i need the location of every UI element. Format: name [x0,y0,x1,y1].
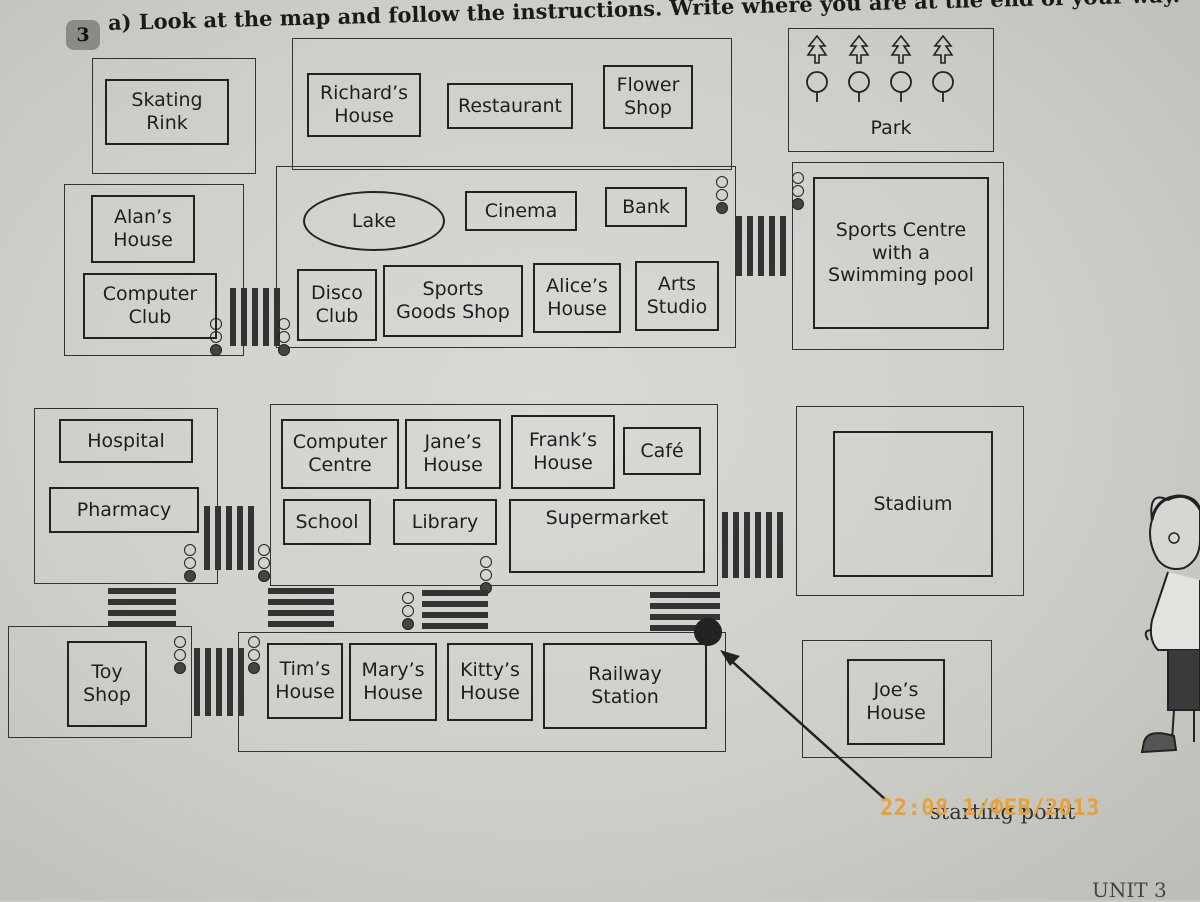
tims-house[interactable]: Tim’s House [267,643,343,719]
pharmacy[interactable]: Pharmacy [49,487,199,533]
tree [847,35,871,103]
richards-house[interactable]: Richard’s House [307,73,421,137]
lake[interactable]: Lake [303,191,445,251]
zebra-crossing-icon [230,288,280,346]
pine-tree-icon [848,35,870,64]
starting-point-label: starting point [930,800,1076,824]
traffic-light-icon [278,318,291,356]
traffic-light-icon [258,544,271,582]
toy-shop[interactable]: Toy Shop [67,641,147,727]
boy-illustration [1140,494,1200,754]
round-tree-icon [890,71,912,102]
park-trees [805,35,955,103]
computer-club[interactable]: Computer Club [83,273,217,339]
block-skating-rink: Skating Rink [92,58,256,174]
exercise-instruction: a) Look at the map and follow the instru… [107,0,1181,35]
alices-house[interactable]: Alice’s House [533,263,621,333]
zebra-crossing-icon [268,588,334,628]
school[interactable]: School [283,499,371,545]
zebra-crossing-icon [722,512,798,578]
skating-rink[interactable]: Skating Rink [105,79,229,145]
block-lake-cinema-bank: Lake Cinema Bank Disco Club Sports Goods… [276,166,736,348]
block-alan-computer-club: Alan’s House Computer Club [64,184,244,356]
traffic-light-icon [210,318,223,356]
zebra-crossing-icon [204,506,258,570]
start-dot-icon[interactable] [694,618,722,646]
pine-tree-icon [932,35,954,64]
alans-house[interactable]: Alan’s House [91,195,195,263]
computer-centre[interactable]: Computer Centre [281,419,399,489]
disco-club[interactable]: Disco Club [297,269,377,341]
zebra-crossing-icon [108,588,176,628]
pine-tree-icon [806,35,828,64]
block-hospital-pharmacy: Hospital Pharmacy [34,408,218,584]
library[interactable]: Library [393,499,497,545]
unit-footer: UNIT 3 [1092,878,1167,902]
traffic-light-icon [480,556,493,594]
zebra-crossing-icon [422,590,488,630]
block-richard-restaurant-flower: Richard’s House Restaurant Flower Shop [292,38,732,170]
camera-timestamp: 22:08 1/ФЕВ/2013 [880,796,1100,821]
railway-station[interactable]: Railway Station [543,643,707,729]
block-joes-house: Joe’s House [802,640,992,758]
janes-house[interactable]: Jane’s House [405,419,501,489]
round-tree-icon [932,71,954,102]
tree [805,35,829,103]
stadium[interactable]: Stadium [833,431,993,577]
exercise-number: 3 [66,20,100,50]
block-toy-shop: Toy Shop [8,626,192,738]
pine-tree-icon [890,35,912,64]
zebra-crossing-icon [736,216,790,276]
traffic-light-icon [248,636,261,674]
joes-house[interactable]: Joe’s House [847,659,945,745]
sports-goods-shop[interactable]: Sports Goods Shop [383,265,523,337]
traffic-light-icon [184,544,197,582]
round-tree-icon [848,71,870,102]
zebra-crossing-icon [650,592,720,632]
kittys-house[interactable]: Kitty’s House [447,643,533,721]
zebra-crossing-icon [194,648,246,716]
traffic-light-icon [716,176,729,214]
block-houses-railway: Tim’s House Mary’s House Kitty’s House R… [238,632,726,752]
flower-shop[interactable]: Flower Shop [603,65,693,129]
block-park: Park [788,28,994,152]
franks-house[interactable]: Frank’s House [511,415,615,489]
block-computer-centre-supermarket: Computer Centre Jane’s House Frank’s Hou… [270,404,718,586]
cafe[interactable]: Café [623,427,701,475]
tree [931,35,955,103]
park-label[interactable]: Park [870,117,912,139]
arts-studio[interactable]: Arts Studio [635,261,719,331]
restaurant[interactable]: Restaurant [447,83,573,129]
hospital[interactable]: Hospital [59,419,193,463]
marys-house[interactable]: Mary’s House [349,643,437,721]
block-sports-centre: Sports Centre with a Swimming pool [792,162,1004,350]
cinema[interactable]: Cinema [465,191,577,231]
bank[interactable]: Bank [605,187,687,227]
supermarket[interactable]: Supermarket [509,499,705,573]
sports-centre[interactable]: Sports Centre with a Swimming pool [813,177,989,329]
traffic-light-icon [402,592,415,630]
block-stadium: Stadium [796,406,1024,596]
arrow-icon [720,650,887,801]
round-tree-icon [806,71,828,102]
tree [889,35,913,103]
traffic-light-icon [174,636,187,674]
